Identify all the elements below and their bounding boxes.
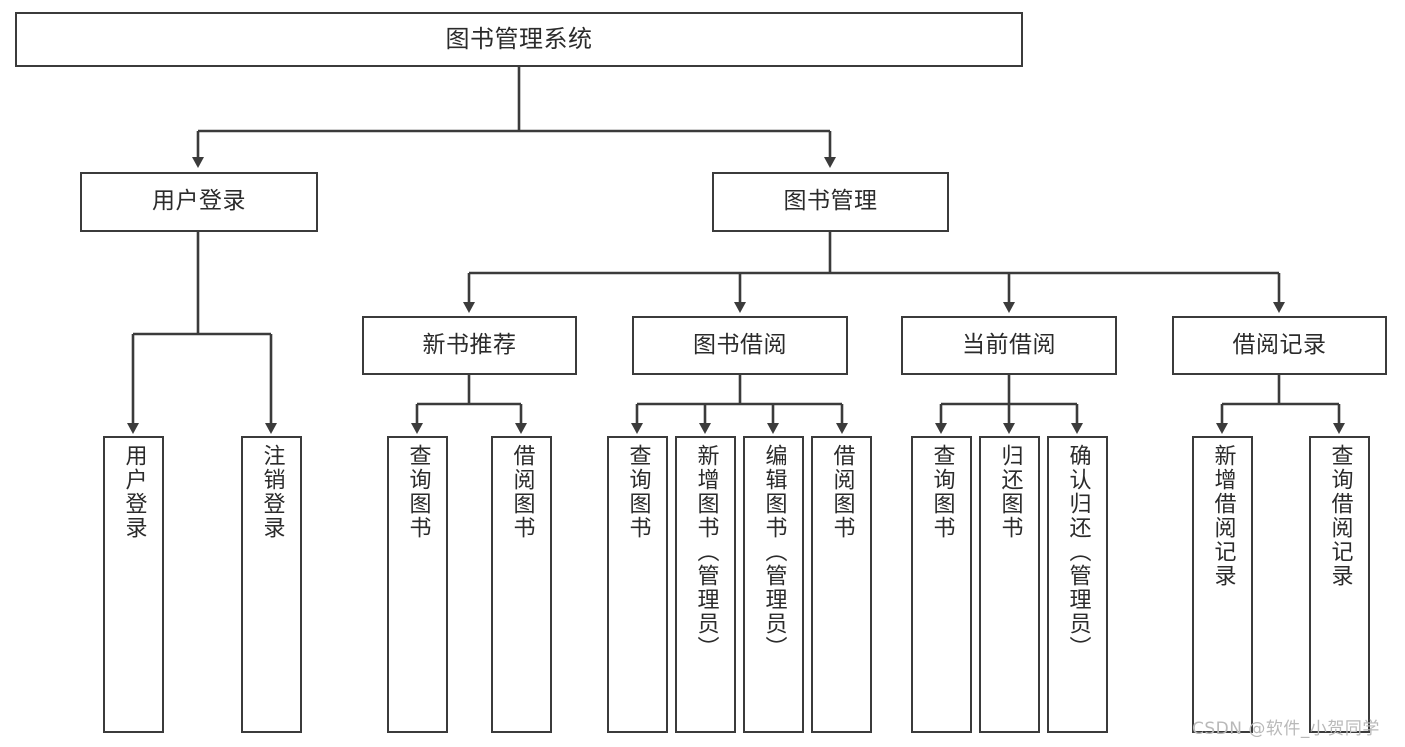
node-label: 图书管理 [783,188,878,215]
node-label: 查询图书 [929,444,955,540]
node-leaf-query-book-recommend[interactable]: 查询图书 [387,436,448,733]
node-leaf-query-book-borrow[interactable]: 查询图书 [607,436,668,733]
node-leaf-confirm-return-admin[interactable]: 确认归还（管理员） [1047,436,1108,733]
node-label: 图书管理系统 [445,25,593,54]
node-label: 借阅记录 [1232,331,1327,358]
watermark: CSDN @软件_小贺同学 [1192,719,1380,739]
node-label: 新书推荐 [422,331,517,358]
node-root-book-management-system[interactable]: 图书管理系统 [15,12,1023,67]
node-leaf-borrow-book[interactable]: 借阅图书 [811,436,872,733]
node-label: 借阅图书 [829,444,855,540]
node-label: 编辑图书（管理员） [761,444,787,660]
node-leaf-return-book[interactable]: 归还图书 [979,436,1040,733]
node-label: 借阅图书 [509,444,535,540]
node-new-book-recommend[interactable]: 新书推荐 [362,316,577,375]
node-leaf-add-borrow-record[interactable]: 新增借阅记录 [1192,436,1253,733]
node-label: 归还图书 [997,444,1023,540]
node-user-login[interactable]: 用户登录 [80,172,318,232]
node-borrow-record[interactable]: 借阅记录 [1172,316,1387,375]
node-label: 注销登录 [259,444,285,540]
node-label: 确认归还（管理员） [1065,444,1091,660]
node-label: 用户登录 [121,444,147,540]
node-leaf-logout[interactable]: 注销登录 [241,436,302,733]
node-label: 查询图书 [625,444,651,540]
node-label: 新增图书（管理员） [693,444,719,660]
node-leaf-user-login[interactable]: 用户登录 [103,436,164,733]
node-book-borrow[interactable]: 图书借阅 [632,316,848,375]
node-label: 查询图书 [405,444,431,540]
node-label: 图书借阅 [693,331,787,358]
node-leaf-borrow-book-recommend[interactable]: 借阅图书 [491,436,552,733]
node-current-borrow[interactable]: 当前借阅 [901,316,1117,375]
node-leaf-edit-book-admin[interactable]: 编辑图书（管理员） [743,436,804,733]
node-label: 当前借阅 [962,331,1056,358]
node-leaf-query-borrow-record[interactable]: 查询借阅记录 [1309,436,1370,733]
node-leaf-query-book-current[interactable]: 查询图书 [911,436,972,733]
node-label: 查询借阅记录 [1327,444,1353,588]
node-label: 新增借阅记录 [1210,444,1236,588]
node-book-management[interactable]: 图书管理 [712,172,949,232]
node-label: 用户登录 [152,188,246,215]
node-leaf-add-book-admin[interactable]: 新增图书（管理员） [675,436,736,733]
